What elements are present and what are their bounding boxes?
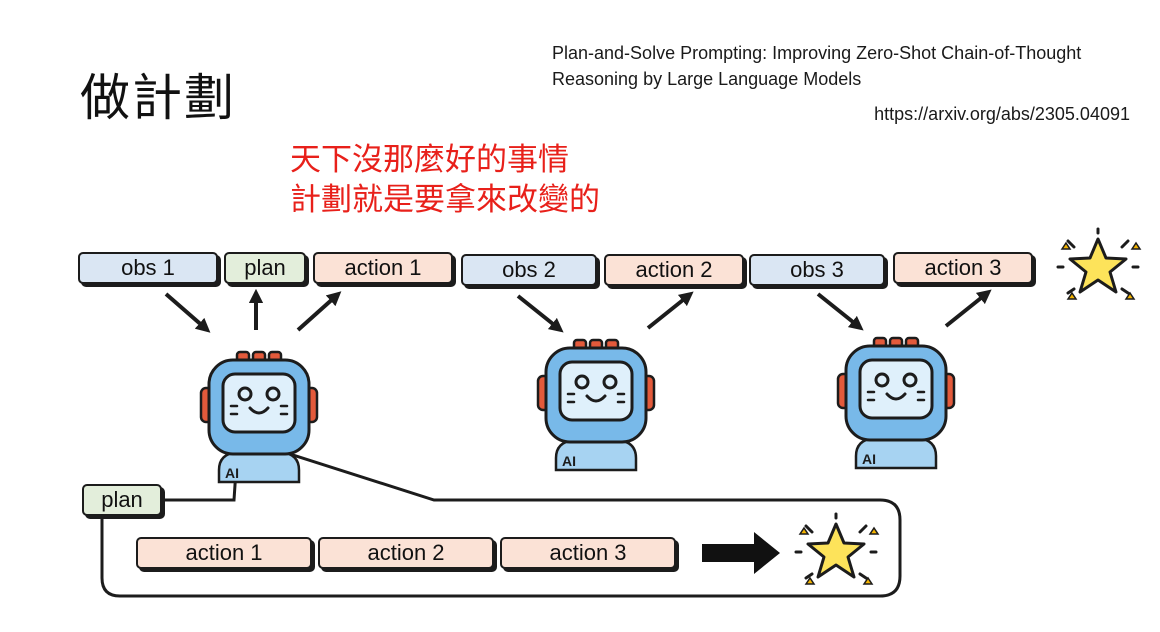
obs-1-box: obs 1: [78, 252, 218, 284]
robot-icon: [199, 350, 319, 484]
robot-icon: [836, 336, 956, 470]
plan-box: plan: [224, 252, 306, 284]
arrow-obs2-to-robot2: [516, 294, 564, 333]
plan-container-border: [100, 438, 902, 598]
obs-2-box: obs 2: [461, 254, 597, 286]
star-icon: [1056, 227, 1142, 301]
note: 天下沒那麼好的事情 計劃就是要拿來改變的: [290, 140, 600, 220]
paper-title: Plan-and-Solve Prompting: Improving Zero…: [552, 43, 1082, 89]
arrow-robot3-to-action3: [944, 289, 992, 328]
note-line-2: 計劃就是要拿來改變的: [290, 182, 600, 218]
plan-action-2-box: action 2: [318, 537, 494, 569]
star-icon: [794, 512, 880, 586]
robot-icon: [536, 338, 656, 472]
arrow-obs3-to-robot3: [816, 292, 864, 331]
plan-action-3-box: action 3: [500, 537, 676, 569]
arrow-robot1-to-action1: [296, 291, 342, 332]
arrow-obs1-to-robot1: [164, 292, 211, 333]
slide-title: 做計劃: [80, 69, 236, 127]
paper-url[interactable]: https://arxiv.org/abs/2305.04091: [874, 104, 1130, 124]
action-2-box: action 2: [604, 254, 744, 286]
action-1-box: action 1: [313, 252, 453, 284]
note-line-1: 天下沒那麼好的事情: [290, 142, 569, 178]
obs-3-box: obs 3: [749, 254, 885, 286]
arrow-robot2-to-action2: [646, 291, 694, 330]
plan-action-1-box: action 1: [136, 537, 312, 569]
arrow-icon: [702, 532, 780, 574]
plan-label-box: plan: [82, 484, 162, 516]
action-3-box: action 3: [893, 252, 1033, 284]
